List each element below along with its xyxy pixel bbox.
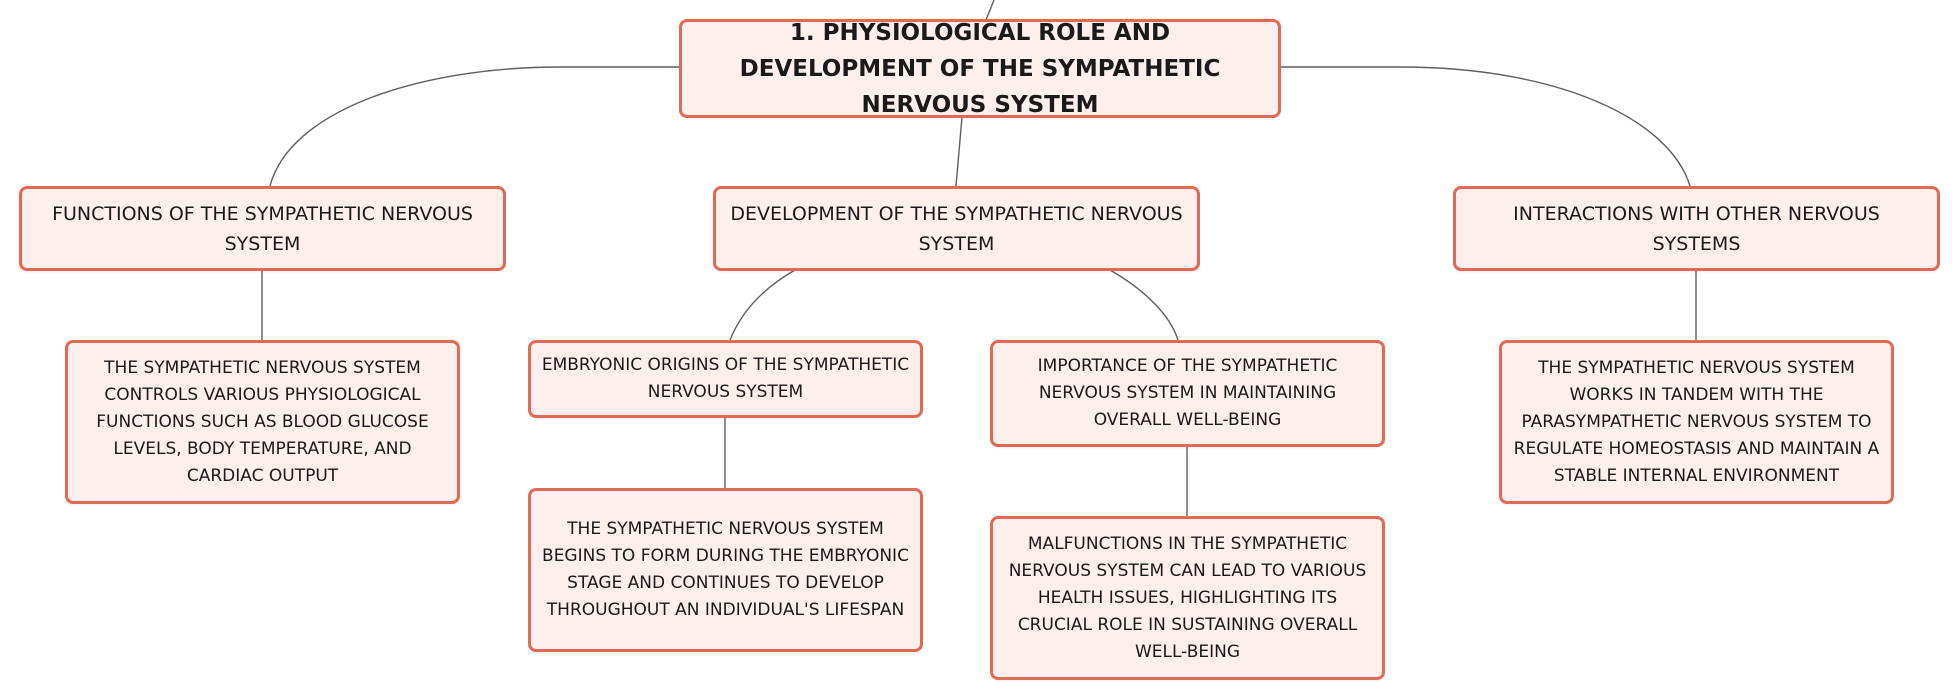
interactions-detail-node[interactable]: THE SYMPATHETIC NERVOUS SYSTEM WORKS IN … — [1499, 340, 1894, 504]
interactions-topic-node[interactable]: INTERACTIONS WITH OTHER NERVOUS SYSTEMS — [1453, 186, 1940, 271]
development-topic-node[interactable]: DEVELOPMENT OF THE SYMPATHETIC NERVOUS S… — [713, 186, 1200, 271]
importance-node[interactable]: IMPORTANCE OF THE SYMPATHETIC NERVOUS SY… — [990, 340, 1385, 447]
connector-root-to-development — [955, 116, 963, 187]
connector-incoming-root — [985, 0, 995, 21]
functions-topic-label: FUNCTIONS OF THE SYMPATHETIC NERVOUS SYS… — [52, 202, 473, 255]
embryonic-detail-text: THE SYMPATHETIC NERVOUS SYSTEM BEGINS TO… — [542, 519, 909, 620]
connector-root-to-functions — [269, 66, 680, 187]
connector-root-to-interactions — [1280, 66, 1691, 187]
connector-development-to-embryonic — [729, 269, 796, 341]
importance-detail-node[interactable]: MALFUNCTIONS IN THE SYMPATHETIC NERVOUS … — [990, 516, 1385, 680]
interactions-topic-label: INTERACTIONS WITH OTHER NERVOUS SYSTEMS — [1513, 202, 1880, 255]
connector-development-to-importance — [1109, 269, 1179, 341]
interactions-detail-text: THE SYMPATHETIC NERVOUS SYSTEM WORKS IN … — [1513, 357, 1880, 486]
embryonic-detail-node[interactable]: THE SYMPATHETIC NERVOUS SYSTEM BEGINS TO… — [528, 488, 923, 652]
importance-label: IMPORTANCE OF THE SYMPATHETIC NERVOUS SY… — [1037, 356, 1338, 430]
root-topic-label: 1. PHYSIOLOGICAL ROLE AND DEVELOPMENT OF… — [739, 19, 1221, 118]
embryonic-origins-label: EMBRYONIC ORIGINS OF THE SYMPATHETIC NER… — [541, 355, 910, 402]
root-topic-node[interactable]: 1. PHYSIOLOGICAL ROLE AND DEVELOPMENT OF… — [679, 19, 1281, 118]
embryonic-origins-node[interactable]: EMBRYONIC ORIGINS OF THE SYMPATHETIC NER… — [528, 340, 923, 418]
functions-topic-node[interactable]: FUNCTIONS OF THE SYMPATHETIC NERVOUS SYS… — [19, 186, 506, 271]
development-topic-label: DEVELOPMENT OF THE SYMPATHETIC NERVOUS S… — [730, 202, 1183, 255]
importance-detail-text: MALFUNCTIONS IN THE SYMPATHETIC NERVOUS … — [1008, 533, 1367, 662]
functions-detail-node[interactable]: THE SYMPATHETIC NERVOUS SYSTEM CONTROLS … — [65, 340, 460, 504]
functions-detail-text: THE SYMPATHETIC NERVOUS SYSTEM CONTROLS … — [96, 357, 429, 486]
